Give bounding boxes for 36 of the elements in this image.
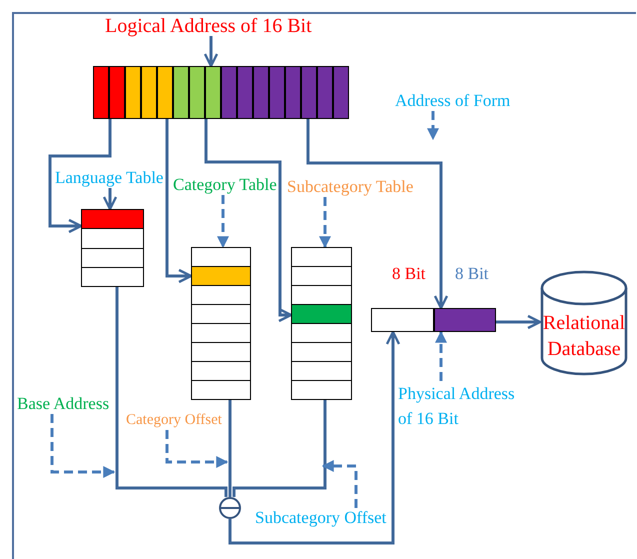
arrow: [166, 119, 192, 284]
arrow: [427, 111, 439, 140]
label-text: Subcategory Table: [287, 177, 414, 197]
label-text: Subcategory Offset: [255, 508, 386, 528]
arrow: [228, 330, 400, 544]
lookup-table: [191, 247, 251, 400]
arrow: [217, 195, 229, 248]
label-text: Physical Address of 16 Bit: [398, 381, 523, 431]
label-text: Logical Address of 16 Bit: [105, 16, 312, 36]
arrow: [435, 330, 447, 381]
label-text: Category Table: [173, 175, 277, 195]
arrow: [496, 314, 542, 330]
arrow: [50, 414, 116, 478]
arrow: [319, 197, 331, 248]
label-text: Address of Form: [395, 91, 510, 111]
arrow: [306, 119, 448, 310]
node-text: Relational Database: [542, 311, 626, 362]
arrow: [102, 188, 118, 210]
bit-width-label: 8 Bit: [392, 264, 426, 284]
arrow: [48, 119, 112, 234]
connector-line: [232, 400, 326, 497]
lookup-table: [81, 209, 144, 287]
lookup-table: [291, 247, 352, 400]
connector-line: [116, 287, 228, 497]
arrow: [204, 36, 218, 68]
bit-width-label: 8 Bit: [455, 264, 489, 284]
connector-line: [228, 400, 232, 497]
arrow: [204, 119, 292, 322]
adder-circle: [219, 497, 241, 519]
label-text: Category Offset: [126, 410, 222, 430]
arrow: [322, 460, 358, 508]
database-cylinder: [540, 270, 628, 376]
arrow: [166, 430, 228, 468]
label-text: Base Address: [17, 394, 110, 414]
register-bar: [93, 66, 349, 119]
label-text: Language Table: [55, 168, 164, 188]
